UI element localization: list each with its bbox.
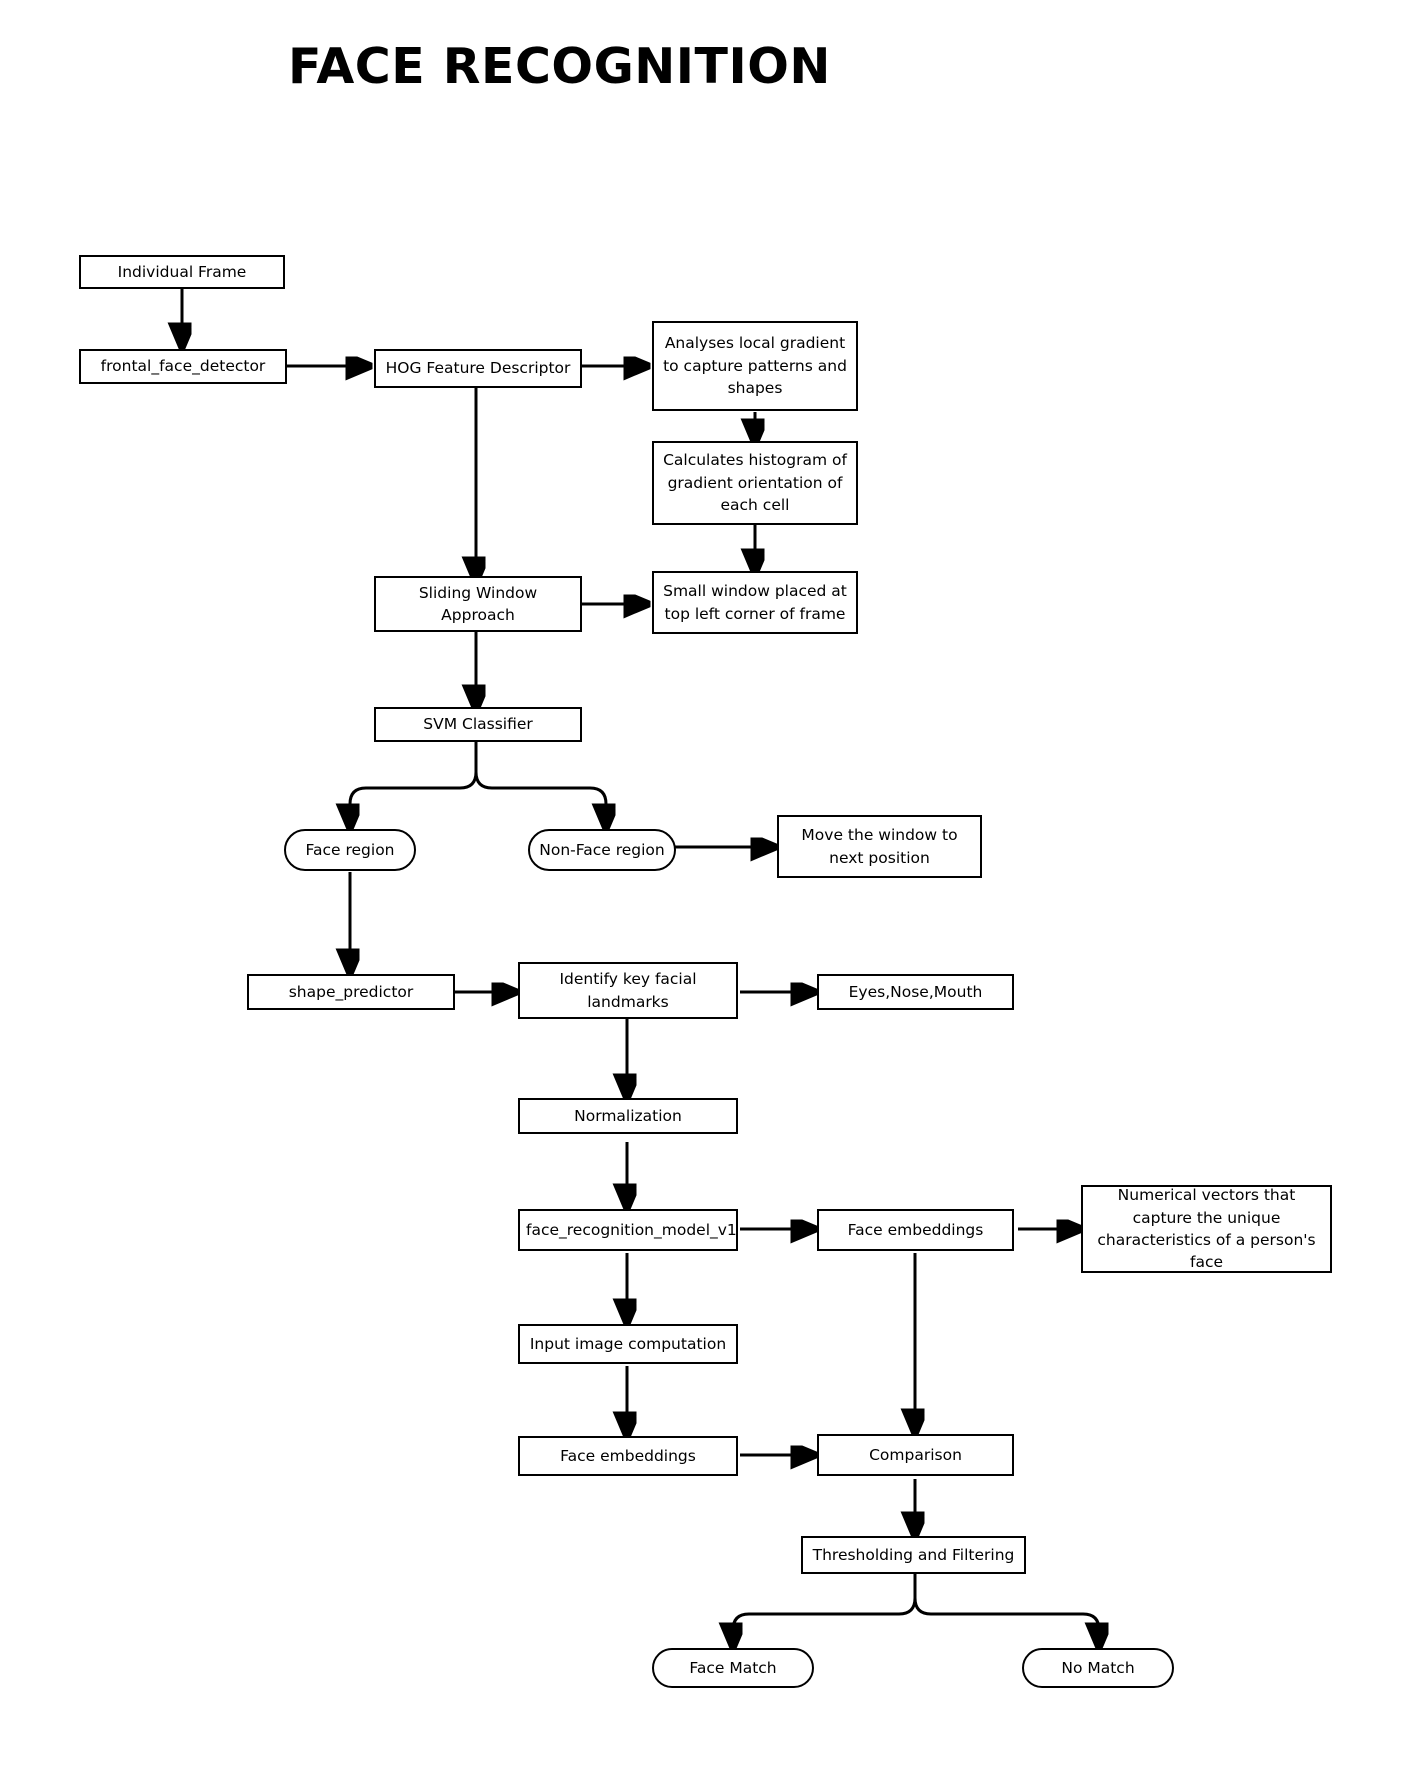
node-label: Numerical vectors that capture the uniqu… bbox=[1097, 1186, 1316, 1272]
node-label: Non-Face region bbox=[539, 840, 665, 859]
node-label: Eyes,Nose,Mouth bbox=[848, 982, 983, 1001]
node-no-match[interactable]: No Match bbox=[1022, 1648, 1174, 1688]
node-label: face_recognition_model_v1 bbox=[526, 1220, 737, 1239]
node-eyes-nose-mouth[interactable]: Eyes,Nose,Mouth bbox=[817, 974, 1014, 1010]
node-label: Move the window to next position bbox=[801, 826, 958, 867]
node-input-image-computation[interactable]: Input image computation bbox=[518, 1324, 738, 1364]
node-small-window[interactable]: Small window placed at top left corner o… bbox=[652, 571, 858, 634]
node-comparison[interactable]: Comparison bbox=[817, 1434, 1014, 1476]
node-hog-feature-descriptor[interactable]: HOG Feature Descriptor bbox=[374, 349, 582, 388]
node-face-recognition-model[interactable]: face_recognition_model_v1 bbox=[518, 1209, 738, 1251]
page-title: FACE RECOGNITION bbox=[288, 38, 831, 95]
node-shape-predictor[interactable]: shape_predictor bbox=[247, 974, 455, 1010]
node-label: shape_predictor bbox=[288, 982, 414, 1001]
node-numerical-vectors[interactable]: Numerical vectors that capture the uniqu… bbox=[1081, 1185, 1332, 1273]
node-label: HOG Feature Descriptor bbox=[385, 359, 571, 378]
node-label: frontal_face_detector bbox=[100, 357, 266, 376]
node-move-window[interactable]: Move the window to next position bbox=[777, 815, 982, 878]
node-sliding-window-approach[interactable]: Sliding Window Approach bbox=[374, 576, 582, 632]
node-thresholding-filtering[interactable]: Thresholding and Filtering bbox=[801, 1536, 1026, 1574]
edge-svm-to-faceregion bbox=[350, 740, 478, 825]
node-face-region[interactable]: Face region bbox=[284, 829, 416, 871]
node-label: Sliding Window Approach bbox=[418, 583, 538, 624]
node-label: Face embeddings bbox=[560, 1446, 696, 1465]
node-label: Small window placed at top left corner o… bbox=[663, 582, 847, 623]
node-label: Comparison bbox=[869, 1445, 962, 1464]
node-face-embeddings-bottom[interactable]: Face embeddings bbox=[518, 1436, 738, 1476]
node-label: Analyses local gradient to capture patte… bbox=[663, 334, 847, 398]
edge-thresholding-to-nomatch bbox=[913, 1574, 1099, 1644]
node-identify-landmarks[interactable]: Identify key facial landmarks bbox=[518, 962, 738, 1019]
node-frontal-face-detector[interactable]: frontal_face_detector bbox=[79, 349, 287, 384]
node-label: Face region bbox=[305, 840, 395, 859]
node-svm-classifier[interactable]: SVM Classifier bbox=[374, 707, 582, 742]
node-label: SVM Classifier bbox=[423, 715, 533, 734]
node-label: Calculates histogram of gradient orienta… bbox=[663, 451, 847, 515]
node-label: Identify key facial landmarks bbox=[559, 970, 697, 1011]
node-label: Input image computation bbox=[529, 1334, 727, 1353]
node-label: Thresholding and Filtering bbox=[812, 1545, 1015, 1564]
node-face-match[interactable]: Face Match bbox=[652, 1648, 814, 1688]
node-analyses-local-gradient[interactable]: Analyses local gradient to capture patte… bbox=[652, 321, 858, 411]
node-normalization[interactable]: Normalization bbox=[518, 1098, 738, 1134]
node-calculates-histogram[interactable]: Calculates histogram of gradient orienta… bbox=[652, 441, 858, 525]
node-label: Face Match bbox=[689, 1658, 777, 1677]
node-label: Normalization bbox=[574, 1106, 682, 1125]
node-face-embeddings-top[interactable]: Face embeddings bbox=[817, 1209, 1014, 1251]
edge-svm-to-nonfaceregion bbox=[474, 740, 606, 825]
node-individual-frame[interactable]: Individual Frame bbox=[79, 255, 285, 289]
edge-thresholding-to-facematch bbox=[733, 1574, 917, 1644]
node-label: Individual Frame bbox=[117, 262, 247, 281]
node-label: No Match bbox=[1061, 1658, 1135, 1677]
node-label: Face embeddings bbox=[847, 1220, 984, 1239]
node-non-face-region[interactable]: Non-Face region bbox=[528, 829, 676, 871]
